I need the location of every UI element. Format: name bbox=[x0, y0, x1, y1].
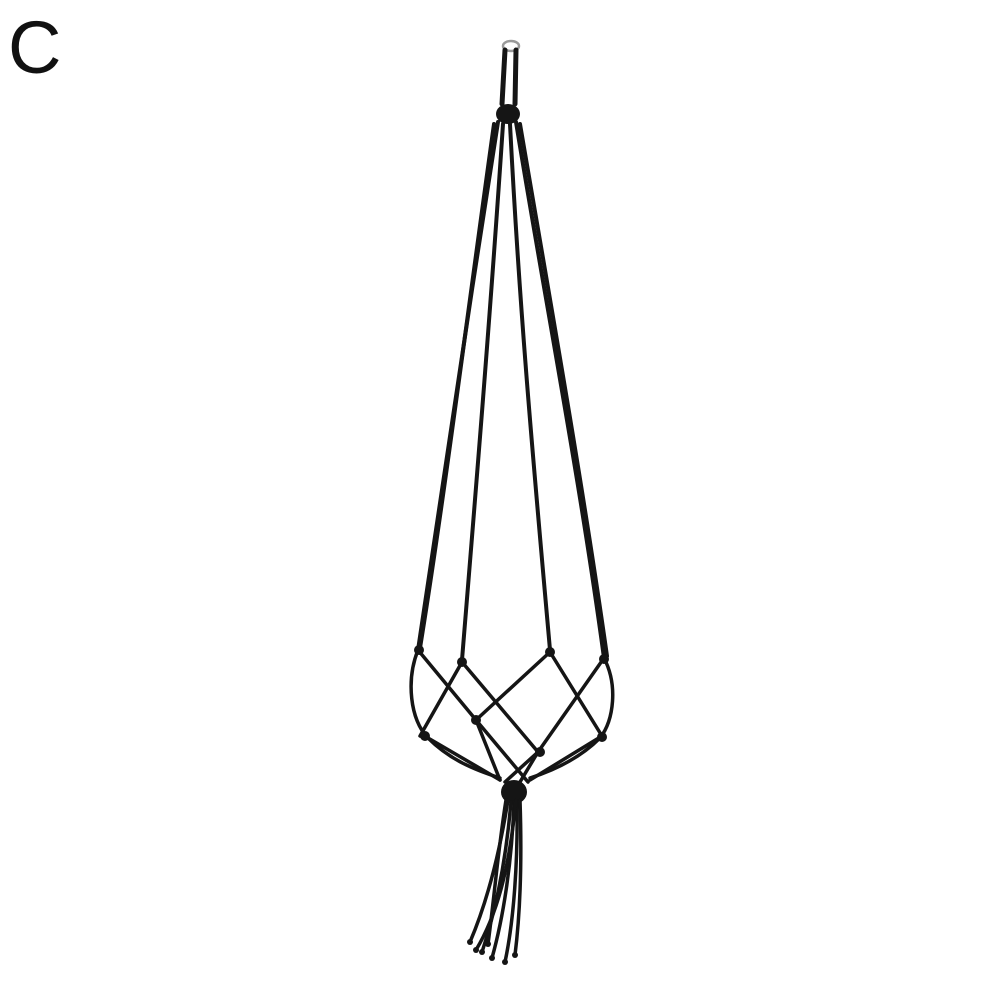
hanging-ring bbox=[501, 39, 521, 53]
top-loop bbox=[499, 47, 519, 107]
tassel bbox=[468, 798, 523, 964]
bottom-knot bbox=[501, 780, 527, 804]
net-knots bbox=[414, 645, 609, 757]
net-basket bbox=[409, 648, 615, 784]
variant-label: C bbox=[8, 6, 62, 89]
hanging-strands bbox=[416, 120, 609, 662]
tassel-tips bbox=[467, 939, 518, 965]
top-knot bbox=[496, 104, 520, 124]
